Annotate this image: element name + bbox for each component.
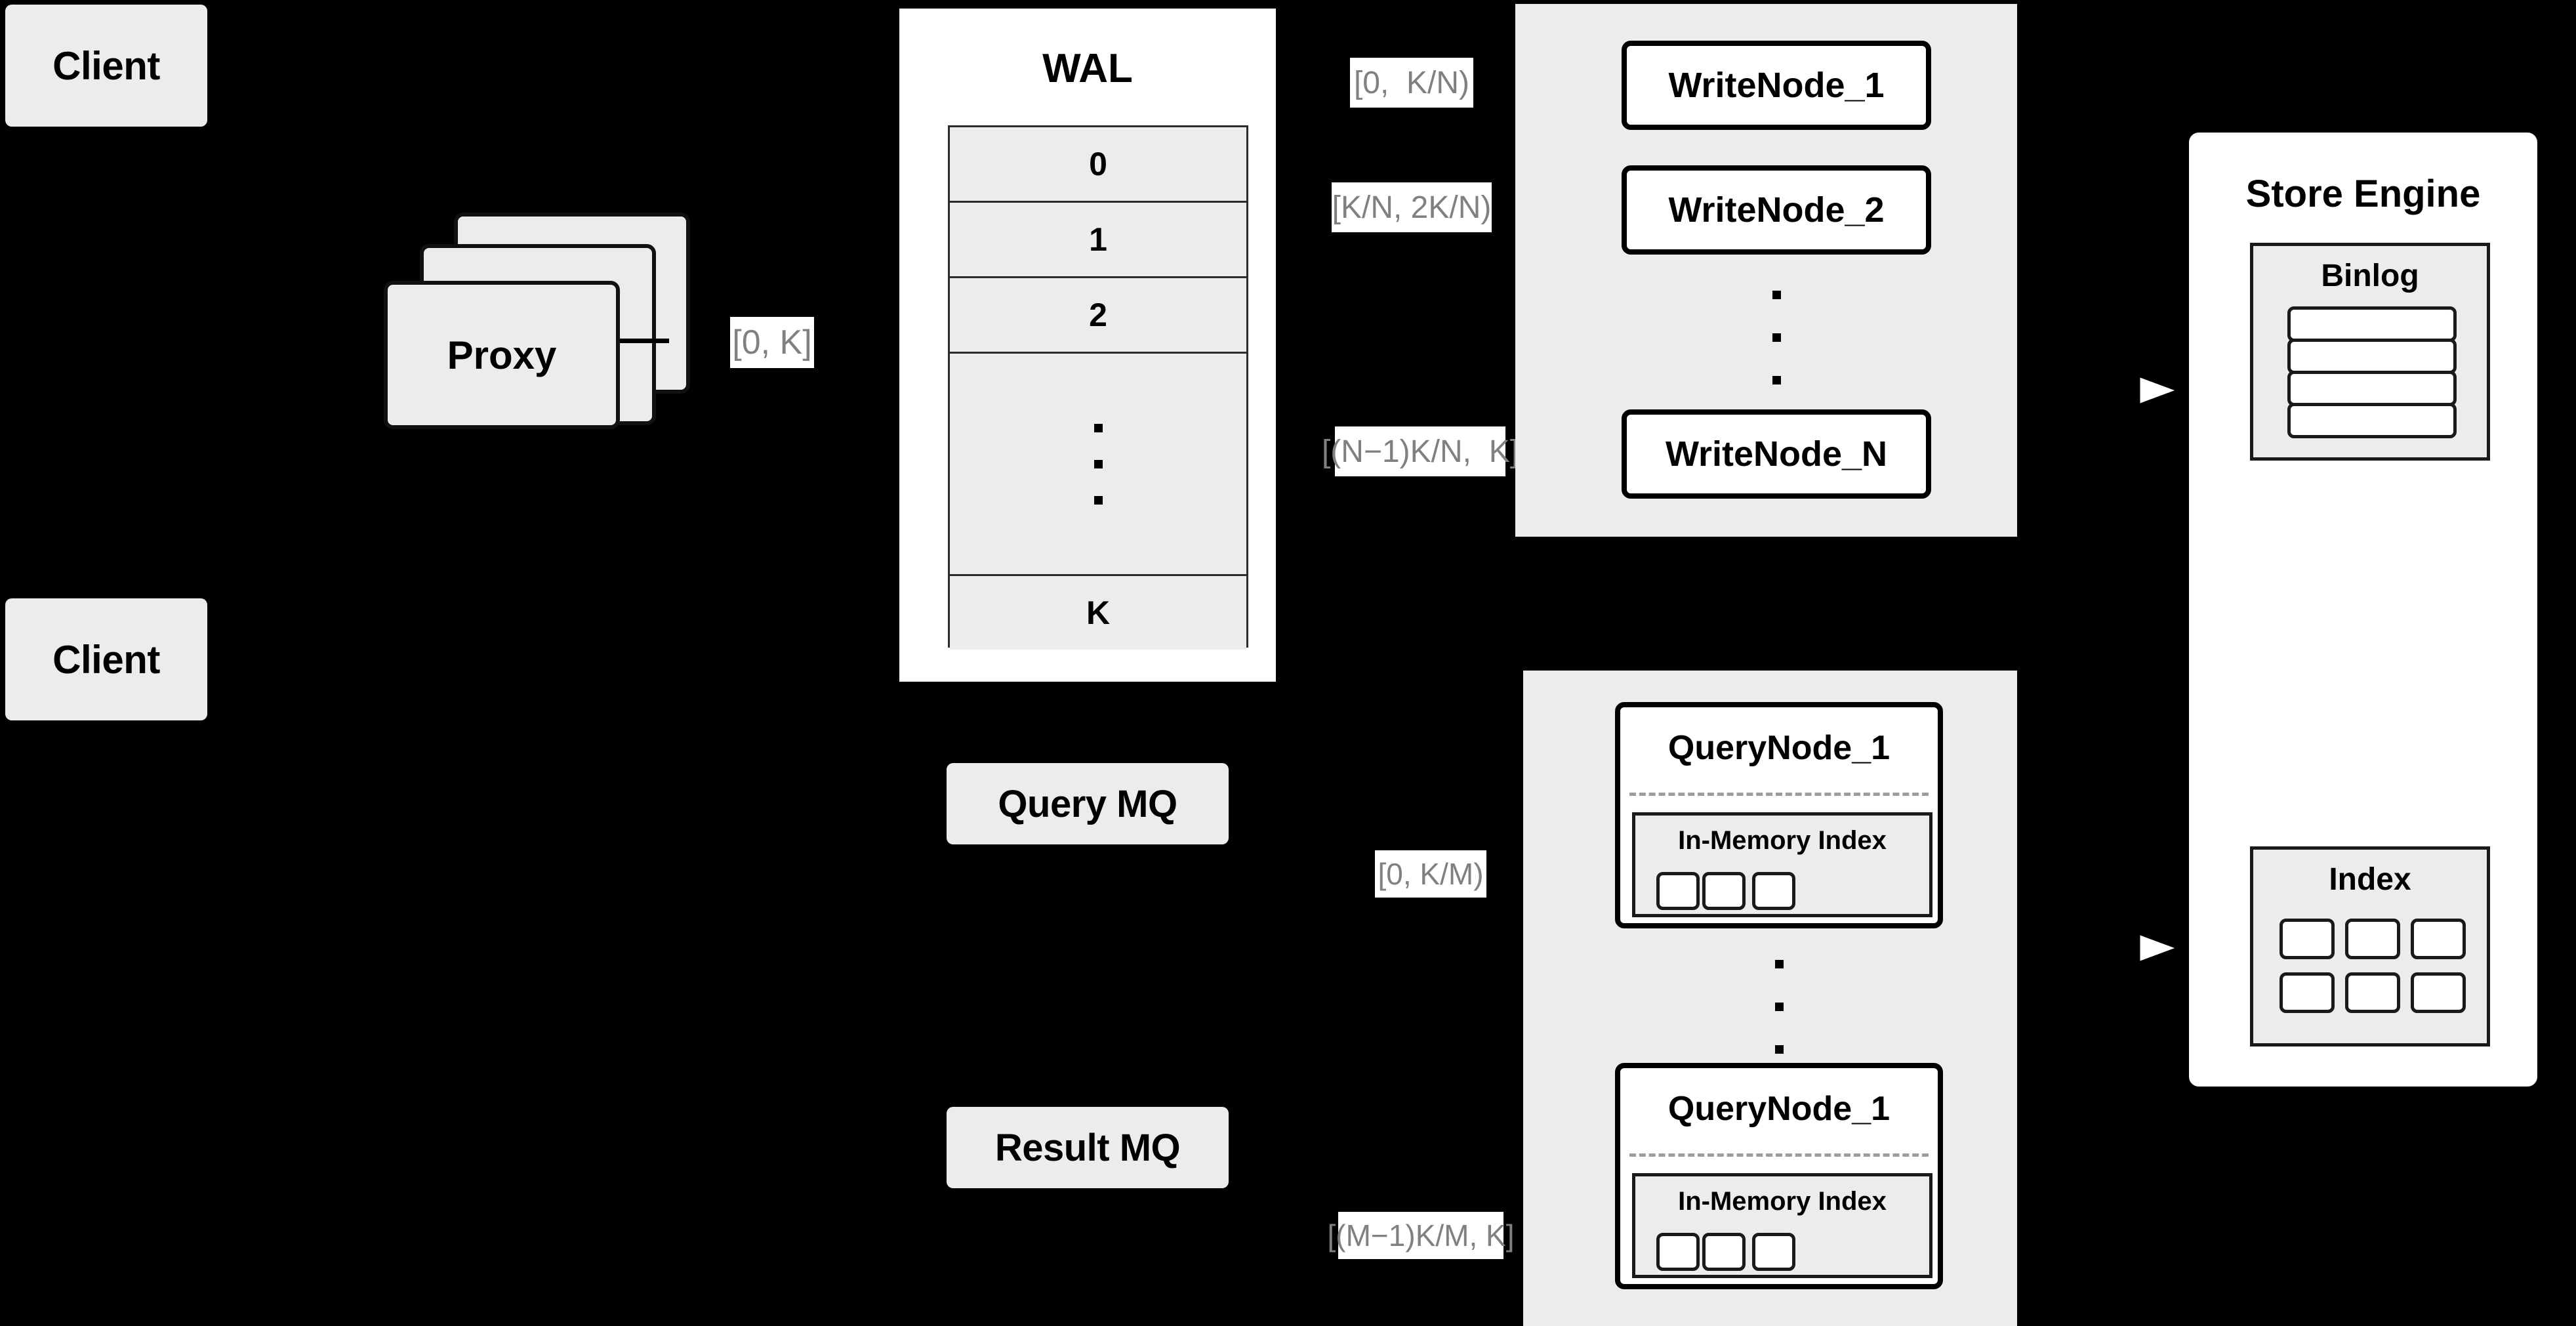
- write-node-label: WriteNode_N: [1665, 434, 1888, 474]
- query-node-cluster: QueryNode_1 In-Memory Index QueryNode_1 …: [1523, 671, 2017, 1326]
- result-mq-label: Result MQ: [994, 1126, 1181, 1169]
- edge-label-text: [0, K]: [732, 323, 812, 362]
- edge-label-wal-to-writenode-2: [K/N, 2K/N): [1332, 182, 1492, 232]
- in-memory-index-title-m: In-Memory Index: [1678, 1187, 1887, 1216]
- binlog-row[interactable]: [2287, 306, 2457, 342]
- wal-entry-row-last[interactable]: K: [950, 576, 1246, 650]
- wal-entry-label: 0: [1089, 146, 1107, 182]
- query-node-1-title: QueryNode_1: [1667, 729, 1891, 767]
- write-node-2[interactable]: WriteNode_2: [1622, 165, 1931, 255]
- write-node-label: WriteNode_1: [1668, 66, 1885, 105]
- query-mq-node[interactable]: Query MQ: [947, 763, 1229, 844]
- binlog-row[interactable]: [2287, 371, 2457, 406]
- binlog-title: Binlog: [2321, 259, 2419, 293]
- edge-label-text: [(M−1)K/M, K]: [1327, 1218, 1515, 1253]
- proxy-node[interactable]: Proxy: [384, 281, 620, 429]
- edge-label-text: [0, K/M): [1378, 857, 1484, 891]
- store-engine-panel: Store Engine Binlog Index: [2184, 128, 2542, 1091]
- edge-label-wal-to-writenode-1: [0, K/N): [1350, 58, 1473, 108]
- wal-entry-row[interactable]: 1: [950, 203, 1246, 278]
- index-cell[interactable]: [2345, 919, 2400, 959]
- write-node-label: WriteNode_2: [1668, 190, 1885, 230]
- in-memory-index-box-1: In-Memory Index: [1632, 812, 1932, 917]
- edge-label-mq-to-querynode-m: [(M−1)K/M, K]: [1328, 1212, 1515, 1259]
- client-node-1[interactable]: Client: [5, 5, 207, 127]
- binlog-row[interactable]: [2287, 339, 2457, 374]
- wal-entry-label: 2: [1089, 297, 1107, 333]
- store-engine-title: Store Engine: [2245, 173, 2481, 215]
- index-chip[interactable]: [1752, 1233, 1795, 1271]
- index-cell[interactable]: [2280, 919, 2335, 959]
- wal-entry-stack: 0 1 2 K: [948, 125, 1248, 650]
- client-node-2[interactable]: Client: [5, 598, 207, 720]
- edge-label-text: [0, K/N): [1353, 65, 1470, 100]
- wal-entry-row[interactable]: 0: [950, 127, 1246, 203]
- query-node-m-divider: [1629, 1153, 1929, 1157]
- query-node-m[interactable]: QueryNode_1 In-Memory Index: [1615, 1063, 1943, 1289]
- write-node-cluster: WriteNode_1 WriteNode_2 WriteNode_N: [1515, 4, 2017, 537]
- index-title: Index: [2329, 862, 2411, 897]
- index-cell[interactable]: [2411, 919, 2466, 959]
- edge-label-proxy-to-wal: [0, K]: [730, 317, 814, 368]
- wal-entry-row[interactable]: 2: [950, 278, 1246, 354]
- query-nodes-ellipsis: [1615, 941, 1943, 1072]
- index-cell[interactable]: [2345, 972, 2400, 1013]
- write-node-1[interactable]: WriteNode_1: [1622, 41, 1931, 130]
- query-node-1[interactable]: QueryNode_1 In-Memory Index: [1615, 702, 1943, 928]
- query-node-1-divider: [1629, 793, 1929, 796]
- binlog-row[interactable]: [2287, 403, 2457, 438]
- proxy-wal-connector: [620, 339, 669, 343]
- index-chip[interactable]: [1702, 872, 1746, 910]
- index-chip[interactable]: [1752, 872, 1795, 910]
- edge-label-mq-to-querynode-1: [0, K/M): [1375, 850, 1486, 898]
- index-cell[interactable]: [2280, 972, 2335, 1013]
- edge-label-wal-to-writenode-n: [(N−1)K/N, K]: [1322, 426, 1519, 476]
- arrow-store-engine-index: [2099, 926, 2191, 970]
- edge-label-text: [K/N, 2K/N): [1332, 190, 1492, 225]
- in-memory-index-title-1: In-Memory Index: [1678, 826, 1887, 855]
- index-cell[interactable]: [2411, 972, 2466, 1013]
- wal-title: WAL: [1042, 46, 1133, 91]
- client-node-2-label: Client: [52, 637, 160, 682]
- index-chip[interactable]: [1656, 1233, 1700, 1271]
- query-mq-label: Query MQ: [998, 782, 1177, 825]
- wal-entries-ellipsis: [950, 354, 1246, 576]
- result-mq-node[interactable]: Result MQ: [947, 1107, 1229, 1188]
- query-node-m-title: QueryNode_1: [1667, 1090, 1891, 1128]
- binlog-box: Binlog: [2250, 243, 2490, 461]
- in-memory-index-box-m: In-Memory Index: [1632, 1173, 1932, 1278]
- wal-entry-label: 1: [1089, 221, 1107, 258]
- write-nodes-ellipsis: [1622, 272, 1931, 403]
- index-chip[interactable]: [1656, 872, 1700, 910]
- index-chip[interactable]: [1702, 1233, 1746, 1271]
- write-node-n[interactable]: WriteNode_N: [1622, 409, 1931, 499]
- client-node-1-label: Client: [52, 43, 160, 88]
- proxy-label: Proxy: [447, 333, 557, 377]
- index-box: Index: [2250, 846, 2490, 1046]
- wal-entry-label: K: [1086, 594, 1111, 631]
- edge-label-text: [(N−1)K/N, K]: [1321, 434, 1519, 469]
- wal-panel: WAL 0 1 2 K: [895, 4, 1280, 686]
- arrow-store-engine-binlog: [2099, 369, 2191, 412]
